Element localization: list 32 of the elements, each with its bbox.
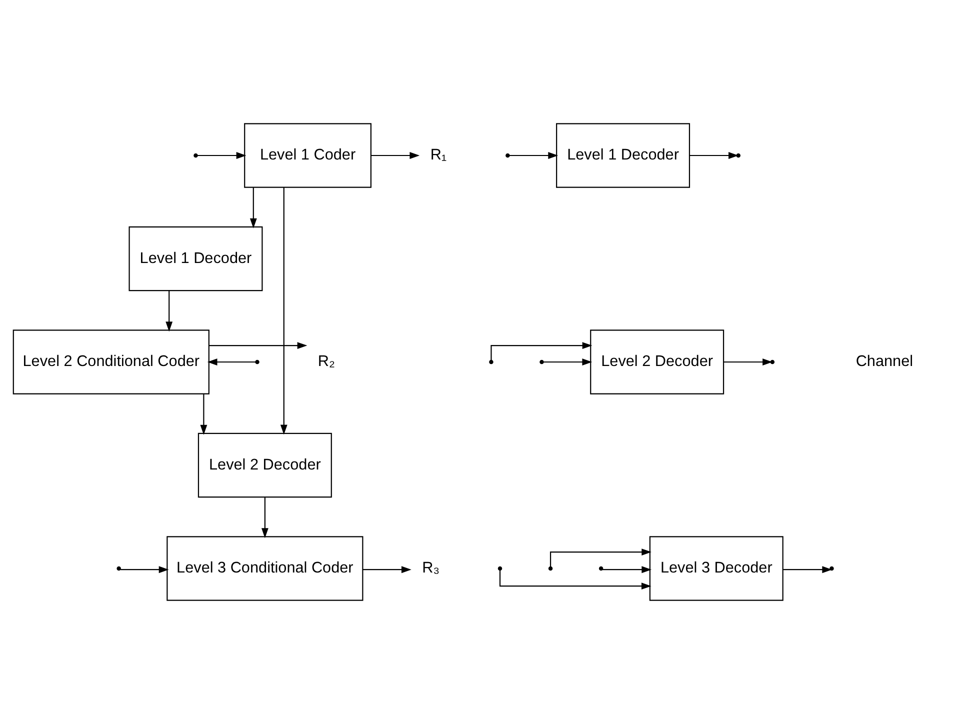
arrow	[200, 394, 207, 435]
arrow	[549, 548, 652, 566]
arrow	[249, 188, 256, 228]
arrow	[196, 152, 246, 159]
arrow	[689, 152, 738, 159]
node-box: Level 1 Decoder	[556, 123, 690, 188]
node-box: Level 1 Decoder	[128, 226, 262, 292]
arrow	[362, 566, 411, 574]
arrow	[165, 290, 172, 332]
arrow	[782, 566, 832, 574]
node-text: R₁	[430, 146, 446, 164]
node-text: R₂	[317, 353, 334, 370]
arrow	[370, 152, 420, 159]
arrow	[208, 342, 307, 349]
node-box: Level 3 Decoder	[648, 536, 783, 601]
arrow	[542, 358, 592, 366]
arrow	[260, 497, 268, 538]
node-box: Level 2 Decoder	[197, 432, 332, 498]
arrow	[723, 358, 772, 366]
arrow	[490, 342, 592, 360]
node-box: Level 2 Conditional Coder	[12, 330, 209, 394]
arrow	[498, 570, 651, 590]
node-text: R₃	[422, 560, 439, 577]
node-box: Level 1 Coder	[244, 123, 371, 188]
arrow	[206, 358, 256, 366]
arrow	[602, 566, 652, 574]
node-box: Level 3 Conditional Coder	[166, 536, 363, 601]
arrow	[120, 566, 168, 574]
node-box: Level 2 Decoder	[590, 330, 724, 394]
arrow	[508, 152, 558, 159]
arrow	[280, 187, 287, 435]
label: Channel	[855, 353, 913, 370]
